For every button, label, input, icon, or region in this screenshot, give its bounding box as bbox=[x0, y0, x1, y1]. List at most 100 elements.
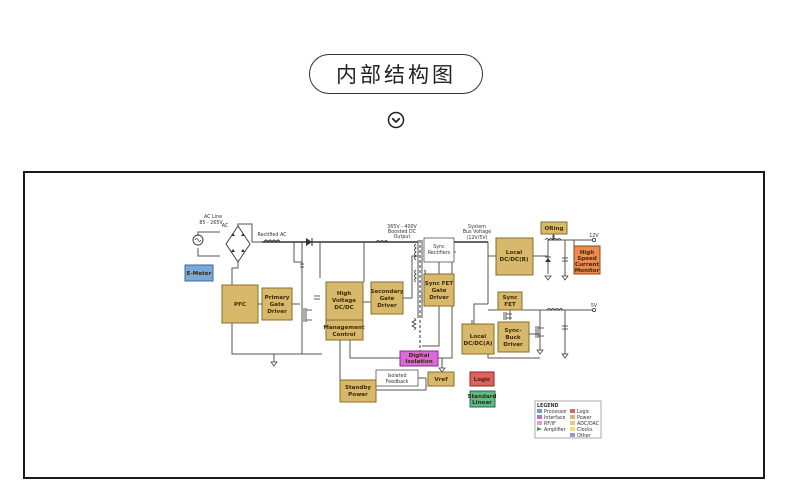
sync-fet-gate-driver-block: Sync FET Gate Driver bbox=[423, 273, 455, 307]
isolated-feedback-label: Isolated Feedback bbox=[375, 369, 419, 387]
svg-text:PFC: PFC bbox=[234, 302, 246, 308]
svg-text:Linear: Linear bbox=[472, 400, 492, 406]
high-speed-current-monitor-block: High Speed Current Monitor bbox=[573, 245, 601, 275]
svg-text:Local: Local bbox=[506, 250, 522, 256]
local-dcdc-b-block: Local DC/DC(B) bbox=[495, 237, 534, 276]
svg-text:Power: Power bbox=[348, 392, 368, 398]
inductor-symbol bbox=[263, 239, 281, 244]
e-meter-block: E-Meter bbox=[184, 264, 214, 282]
svg-text:DC/DC: DC/DC bbox=[334, 305, 354, 311]
svg-text:Sync-: Sync- bbox=[504, 328, 522, 334]
legend-label: Interface bbox=[544, 415, 566, 421]
logic-block: Logic bbox=[469, 371, 495, 387]
sync-buck-driver-block: Sync- Buck Driver bbox=[497, 321, 530, 353]
standard-linear-block: Standard Linear bbox=[467, 390, 497, 408]
svg-text:365V - 400V: 365V - 400V bbox=[387, 224, 417, 230]
svg-text:12V: 12V bbox=[589, 233, 599, 239]
svg-text:Digital: Digital bbox=[409, 353, 430, 359]
primary-gate-driver-block: Primary Gate Driver bbox=[261, 287, 293, 321]
svg-text:Secondary: Secondary bbox=[370, 289, 404, 295]
components bbox=[192, 225, 569, 373]
svg-text:Output: Output bbox=[394, 234, 411, 240]
legend-label: Other bbox=[577, 433, 591, 439]
svg-text:Driver: Driver bbox=[377, 303, 397, 309]
legend-swatch bbox=[570, 421, 575, 425]
svg-text:Isolation: Isolation bbox=[405, 359, 432, 365]
svg-text:Logic: Logic bbox=[474, 377, 491, 383]
svg-text:Standby: Standby bbox=[345, 385, 371, 391]
svg-text:Sync: Sync bbox=[503, 295, 518, 301]
legend-swatch bbox=[570, 433, 575, 437]
svg-text:Sync FET: Sync FET bbox=[425, 281, 454, 287]
legend-label: Power bbox=[577, 415, 592, 421]
standby-power-block: Standby Power bbox=[339, 379, 377, 403]
legend-label: Clocks bbox=[577, 427, 593, 433]
management-control-block: Management Control bbox=[323, 319, 365, 341]
pfc-block: PFC bbox=[221, 284, 259, 324]
svg-text:AC: AC bbox=[222, 223, 229, 229]
legend-label: Logic bbox=[577, 409, 590, 415]
oring-block: ORing bbox=[540, 221, 568, 235]
svg-text:Voltage: Voltage bbox=[332, 298, 356, 304]
svg-text:Feedback: Feedback bbox=[386, 379, 409, 385]
svg-text:Gate: Gate bbox=[270, 302, 285, 308]
svg-text:Local: Local bbox=[470, 334, 486, 340]
legend-swatch bbox=[570, 409, 575, 413]
svg-text:Driver: Driver bbox=[429, 295, 449, 301]
svg-text:Standard: Standard bbox=[467, 394, 496, 400]
high-voltage-dcdc-block: High Voltage DC/DC bbox=[325, 281, 364, 321]
legend-swatch bbox=[570, 427, 575, 431]
svg-text:Buck: Buck bbox=[505, 335, 521, 341]
legend-label: Processor bbox=[544, 409, 567, 415]
sync-fet-block: Sync FET bbox=[497, 291, 523, 311]
svg-text:Current: Current bbox=[575, 262, 599, 268]
bridge-rectifier-symbol bbox=[225, 225, 251, 263]
svg-text:Gate: Gate bbox=[380, 296, 395, 302]
svg-text:High: High bbox=[580, 250, 595, 256]
digital-isolation-block: Digital Isolation bbox=[399, 350, 439, 367]
svg-text:Monitor: Monitor bbox=[575, 268, 600, 274]
secondary-gate-driver-block: Secondary Gate Driver bbox=[370, 281, 404, 315]
legend-label: Amplifier bbox=[544, 427, 566, 433]
svg-text:Rectifiers: Rectifiers bbox=[428, 250, 451, 256]
page-title: 内部结构图 bbox=[309, 54, 483, 94]
svg-text:Vref: Vref bbox=[434, 377, 448, 383]
svg-text:High: High bbox=[337, 291, 352, 297]
svg-text:Bus Voltage: Bus Voltage bbox=[463, 229, 491, 235]
svg-text:Rectified AC: Rectified AC bbox=[257, 232, 287, 238]
legend-swatch bbox=[570, 415, 575, 419]
svg-text:AC Line: AC Line bbox=[204, 214, 222, 220]
svg-text:ORing: ORing bbox=[545, 226, 564, 232]
svg-text:Management: Management bbox=[323, 325, 365, 331]
svg-text:5V: 5V bbox=[591, 303, 598, 309]
voltage-labels: AC Line 85 - 265V AC Rectified AC 365V -… bbox=[199, 214, 599, 309]
blocks: E-Meter PFC Primary Gate Driver High Vol… bbox=[184, 221, 601, 408]
legend-label: RF/IF bbox=[544, 421, 556, 427]
svg-text:Driver: Driver bbox=[503, 342, 523, 348]
svg-text:Primary: Primary bbox=[265, 295, 290, 301]
svg-text:Boosted DC: Boosted DC bbox=[388, 229, 417, 235]
svg-text:LEGEND: LEGEND bbox=[537, 403, 559, 409]
chevron-down-circle-icon[interactable] bbox=[387, 111, 405, 129]
sync-rectifiers-block: Sync Rectifiers bbox=[423, 237, 455, 263]
legend-label: ADC/DAC bbox=[577, 421, 600, 427]
svg-text:FET: FET bbox=[504, 302, 516, 308]
svg-text:Driver: Driver bbox=[267, 309, 287, 315]
svg-text:(12V/5V): (12V/5V) bbox=[466, 235, 487, 241]
svg-text:DC/DC(B): DC/DC(B) bbox=[500, 257, 529, 263]
svg-text:Sync: Sync bbox=[433, 244, 445, 250]
legend-swatch bbox=[537, 415, 542, 419]
diode-symbol bbox=[306, 238, 312, 246]
svg-text:E-Meter: E-Meter bbox=[187, 271, 212, 277]
legend-swatch bbox=[537, 421, 542, 425]
diagram-frame bbox=[23, 171, 765, 479]
svg-text:Gate: Gate bbox=[432, 288, 447, 294]
vref-block: Vref bbox=[427, 371, 455, 387]
svg-text:Speed: Speed bbox=[577, 256, 597, 262]
svg-text:System: System bbox=[468, 224, 486, 230]
local-dcdc-a-block: Local DC/DC(A) bbox=[461, 323, 495, 355]
svg-text:85 - 265V: 85 - 265V bbox=[199, 220, 223, 226]
svg-text:Isolated: Isolated bbox=[388, 373, 407, 379]
